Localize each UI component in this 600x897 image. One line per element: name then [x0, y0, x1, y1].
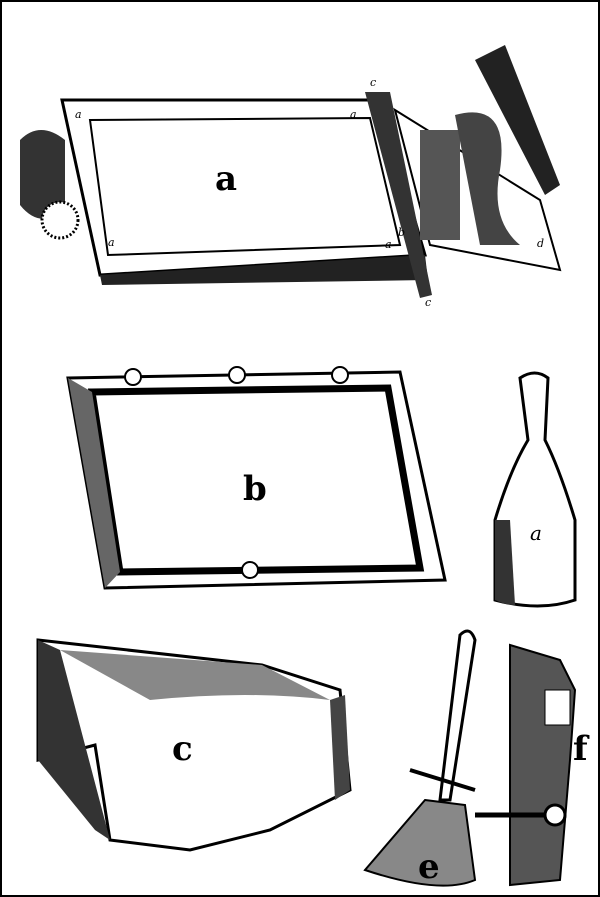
figure-letter-label: a	[75, 108, 82, 121]
figure-letter-label: b	[398, 226, 405, 239]
figure-label-e: e	[418, 847, 440, 887]
figure-letter-label: a	[108, 236, 115, 249]
frame: b	[66, 366, 447, 590]
mallet: a	[493, 371, 577, 608]
figure-label-a: a	[215, 159, 237, 199]
figure-letter-label: d	[537, 237, 544, 250]
frame-assembly: a a a a a c c b d	[20, 45, 562, 309]
figure-label-f: f	[573, 729, 590, 769]
figure-label-b: b	[243, 469, 267, 509]
figure-letter-label: c	[425, 296, 431, 309]
tray: c	[36, 638, 352, 852]
figure-letter-label: c	[370, 76, 376, 89]
clamp: f	[475, 643, 590, 887]
mallet-label: a	[530, 521, 542, 545]
figure-letter-label: a	[350, 108, 357, 121]
figure-letter-label: a	[385, 238, 392, 251]
spatula: e	[363, 629, 477, 887]
figure-label-c: c	[172, 729, 193, 769]
